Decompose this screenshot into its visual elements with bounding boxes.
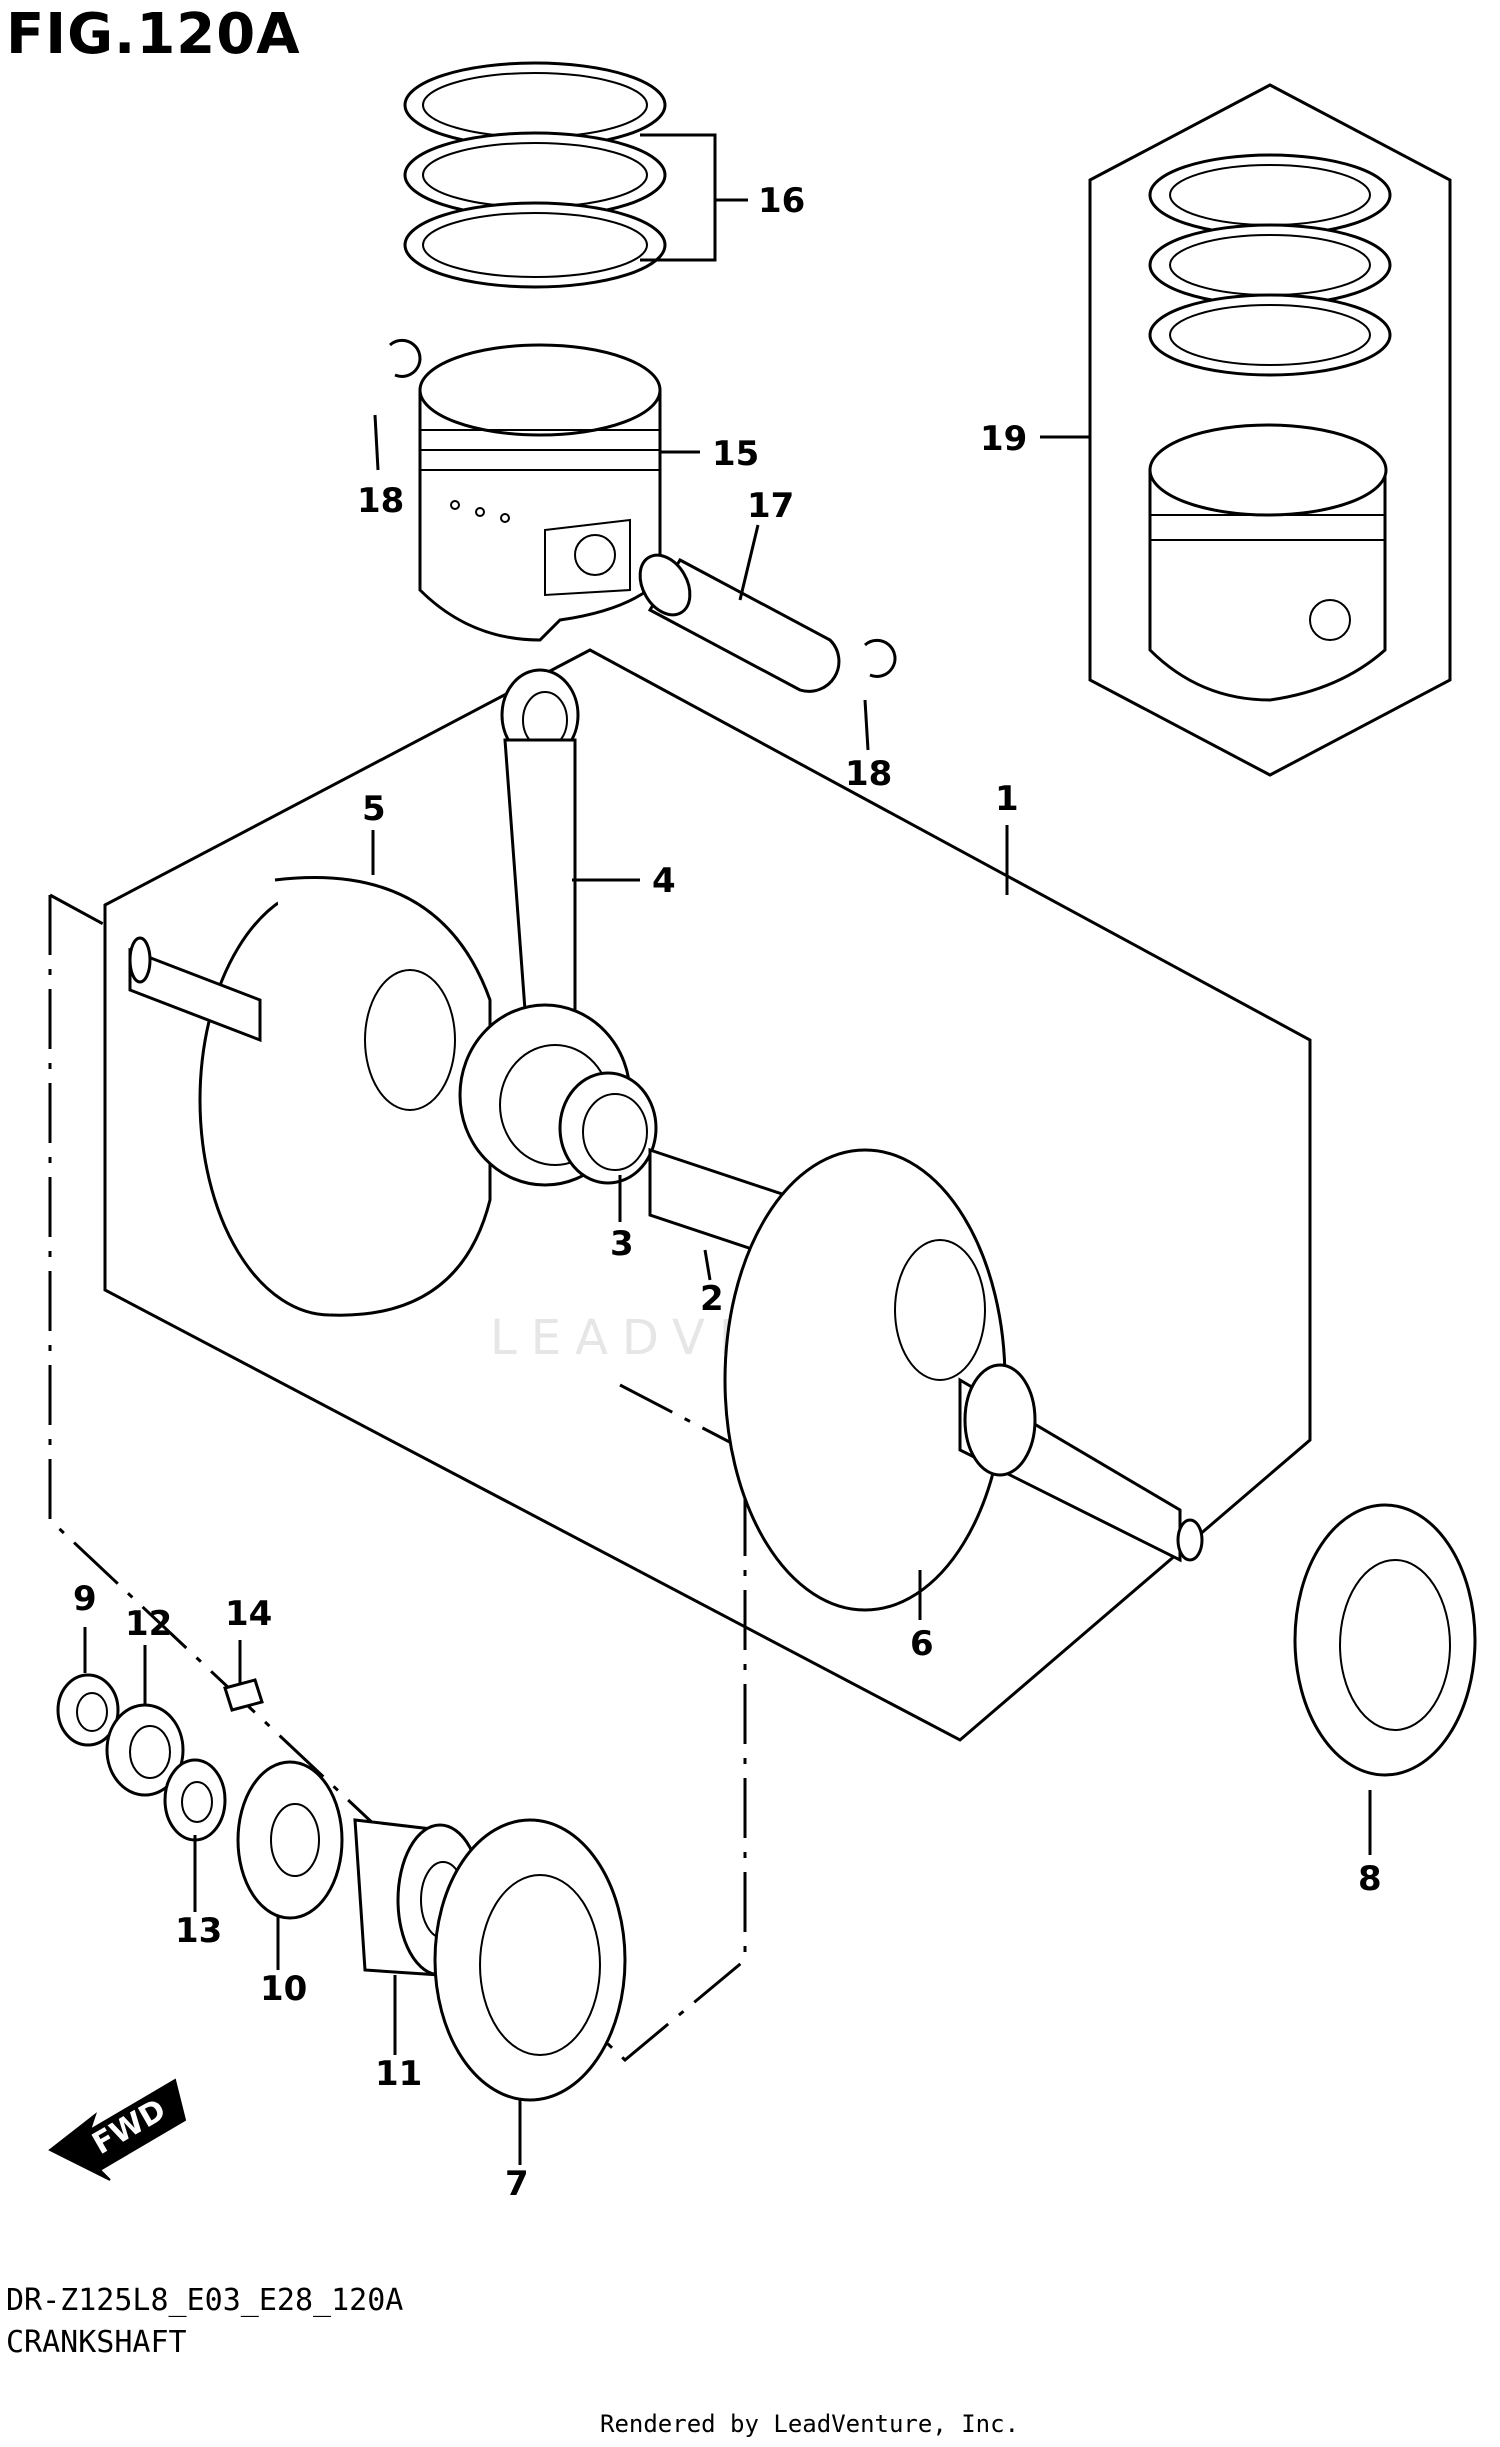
washer-inner [181,1781,213,1823]
left-bearing [433,1818,627,2102]
crankshaft-assembly-box [103,648,1312,1742]
callout-4: 4 [652,861,676,901]
callout-16: 16 [758,181,805,221]
callout-13: 13 [175,1911,222,1951]
connecting-rod [458,668,632,1187]
needle-bearing [558,1071,658,1185]
spacer-inner [129,1725,171,1779]
callout-3: 3 [610,1224,634,1264]
render-credit: Rendered by LeadVenture, Inc. [600,2410,1020,2438]
callout-5: 5 [362,789,386,829]
piston [418,343,662,642]
key [223,1678,264,1712]
washer [163,1758,227,1842]
callout-1: 1 [995,779,1019,819]
right-bearing [1293,1503,1477,1777]
model-code: DR-Z125L8_E03_E28_120A [6,2283,404,2318]
piston-rings [403,61,667,289]
callout-19: 19 [980,419,1027,459]
right-crank-web [723,1148,1204,1612]
leader-lines [83,133,1372,2165]
callout-18-right: 18 [845,754,892,794]
callout-14: 14 [225,1594,272,1634]
callout-2: 2 [700,1279,724,1319]
oil-seal-inner [76,1692,108,1732]
oil-seal [56,1673,120,1747]
callout-11: 11 [375,2054,422,2094]
callout-10: 10 [260,1969,307,2009]
crank-gear [236,1760,344,1920]
outer-group-box [48,893,747,2063]
circlip-left [389,338,422,378]
callout-9: 9 [73,1579,97,1619]
callout-8: 8 [1358,1859,1382,1899]
callout-15: 15 [712,434,759,474]
callout-7: 7 [505,2164,529,2204]
piston-kit-box [1088,83,1452,777]
piston-pin [638,553,841,693]
callout-6: 6 [910,1624,934,1664]
figure-title: FIG.120A [6,2,301,67]
callout-17: 17 [747,486,794,526]
callout-12: 12 [125,1604,172,1644]
circlip-right [864,638,897,678]
left-crank-web [128,876,492,1317]
section-name: CRANKSHAFT [6,2325,187,2360]
callout-18-left: 18 [357,481,404,521]
fwd-arrow: FWD [48,2078,187,2181]
